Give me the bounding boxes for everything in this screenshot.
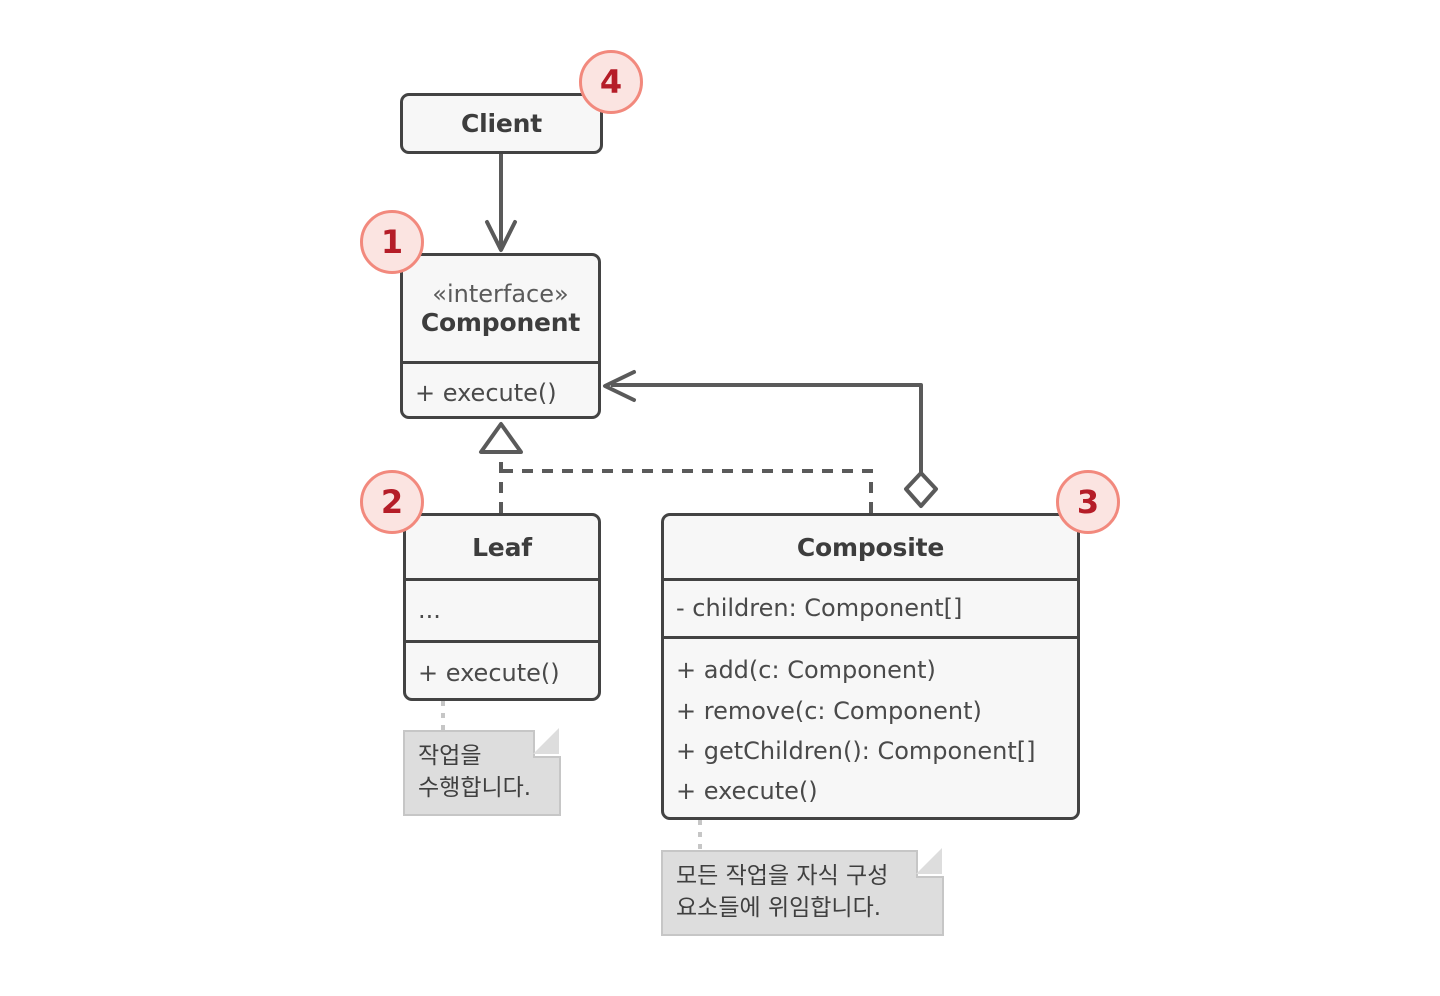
component-title-compartment: «interface» Component (403, 256, 598, 361)
leaf-attributes-compartment: ... (406, 578, 598, 640)
note-leaf-text: 작업을 수행합니다. (418, 743, 532, 801)
client-class-name: Client (461, 109, 542, 138)
composite-title-compartment: Composite (664, 516, 1077, 578)
step-badge-4-number: 4 (599, 63, 623, 101)
edge-client-to-component (485, 154, 517, 252)
edge-composite-to-component (501, 469, 873, 513)
class-box-component[interactable]: «interface» Component + execute() (400, 253, 601, 419)
leaf-operations-compartment: + execute() (406, 640, 598, 704)
component-operations-compartment: + execute() (403, 361, 598, 422)
note-composite: 모든 작업을 자식 구성 요소들에 위임합니다. (661, 848, 944, 937)
step-badge-1[interactable]: 1 (360, 210, 424, 274)
leaf-title-compartment: Leaf (406, 516, 598, 578)
client-title-compartment: Client (403, 96, 600, 151)
step-badge-3[interactable]: 3 (1056, 470, 1120, 534)
class-box-composite[interactable]: Composite - children: Component[] + add(… (661, 513, 1080, 820)
step-badge-1-number: 1 (380, 223, 404, 261)
composite-class-name: Composite (796, 532, 945, 562)
composite-operation: + remove(c: Component) (676, 696, 982, 725)
composite-operation: + execute() (676, 777, 818, 806)
edge-aggregation-composite-component (603, 370, 938, 508)
leaf-attribute: ... (418, 596, 441, 625)
note-fold-icon (916, 848, 944, 878)
note-fold-icon (533, 728, 561, 758)
composite-attributes-compartment: - children: Component[] (664, 578, 1077, 636)
composite-operation: + getChildren(): Component[] (676, 737, 1036, 765)
note-composite-text: 모든 작업을 자식 구성 요소들에 위임합니다. (676, 863, 889, 921)
class-box-client[interactable]: Client (400, 93, 603, 154)
composite-operation: + add(c: Component) (676, 656, 936, 685)
leaf-operation: + execute() (418, 659, 560, 688)
step-badge-4[interactable]: 4 (579, 50, 643, 114)
component-operation: + execute() (415, 378, 557, 407)
leaf-class-name: Leaf (472, 532, 532, 562)
component-stereotype: «interface» (432, 279, 569, 308)
composite-operations-compartment: + add(c: Component) + remove(c: Componen… (664, 636, 1077, 823)
realization-triangle-head (479, 422, 523, 454)
step-badge-2-number: 2 (380, 483, 404, 521)
step-badge-2[interactable]: 2 (360, 470, 424, 534)
note-leaf: 작업을 수행합니다. (403, 728, 561, 817)
step-badge-3-number: 3 (1076, 483, 1100, 521)
class-box-leaf[interactable]: Leaf ... + execute() (403, 513, 601, 701)
component-class-name: Component (420, 308, 581, 338)
composite-attribute: - children: Component[] (676, 594, 963, 623)
